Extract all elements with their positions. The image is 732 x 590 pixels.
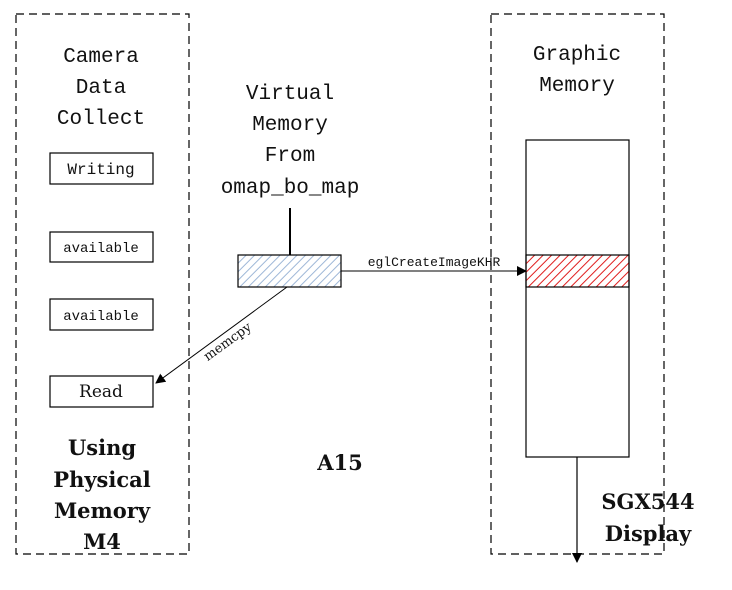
egl-create-image-label: eglCreateImageKHR xyxy=(368,255,501,270)
memcpy-arrow xyxy=(155,286,288,384)
processor-label-a15: A15 xyxy=(316,450,363,475)
center-title-line-4: omap_bo_map xyxy=(221,177,360,200)
buffer-read-label: Read xyxy=(79,382,123,402)
left-footer-line-2: Physical xyxy=(53,467,150,492)
center-title-line-1: Virtual xyxy=(246,83,334,106)
buffer-available-1: available xyxy=(49,231,154,263)
left-title-line-3: Collect xyxy=(57,108,145,131)
right-footer-line-1: SGX544 xyxy=(601,489,694,514)
buffer-available-1-label: available xyxy=(63,241,139,257)
center-title-line-2: Memory xyxy=(252,114,328,137)
right-footer-line-2: Display xyxy=(605,521,692,546)
left-footer-line-1: Using xyxy=(68,435,136,460)
buffer-available-2: available xyxy=(49,298,154,331)
graphic-memory-block xyxy=(525,139,630,458)
buffer-available-2-label: available xyxy=(63,309,139,325)
right-title-line-2: Memory xyxy=(539,75,615,98)
buffer-writing: Writing xyxy=(49,152,154,185)
right-title-line-1: Graphic xyxy=(533,44,621,67)
left-title-line-2: Data xyxy=(76,77,126,100)
left-footer-line-3: Memory xyxy=(54,498,151,523)
center-title-line-3: From xyxy=(265,145,315,168)
graphic-buffer xyxy=(525,254,630,288)
memcpy-label: memcpy xyxy=(201,319,255,364)
buffer-read: Read xyxy=(49,375,154,408)
left-footer-line-4: M4 xyxy=(83,529,121,554)
virtual-buffer xyxy=(237,254,342,288)
m4-panel xyxy=(15,13,190,555)
buffer-writing-label: Writing xyxy=(67,161,134,179)
left-title-line-1: Camera xyxy=(63,46,139,69)
